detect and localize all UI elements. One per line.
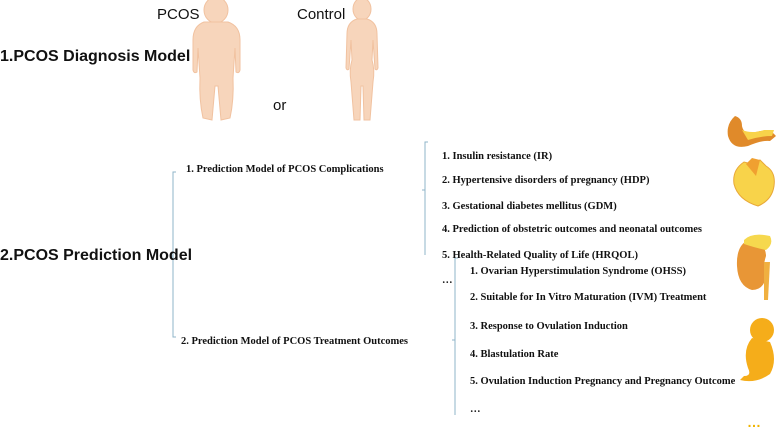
pcos-body-icon — [192, 0, 241, 121]
list-item: 2. Suitable for In Vitro Maturation (IVM… — [470, 292, 707, 303]
more-icons-ellipsis: … — [747, 414, 762, 430]
kidney-adrenal-icon — [736, 234, 772, 300]
list-item: 2. Hypertensive disorders of pregnancy (… — [442, 175, 650, 186]
prediction-model-title: 2.PCOS Prediction Model — [0, 247, 193, 264]
diagnosis-model-title: 1.PCOS Diagnosis Model — [0, 48, 191, 65]
complications-bracket — [422, 141, 428, 255]
list-item: 4. Prediction of obstetric outcomes and … — [442, 224, 702, 235]
list-item: 4. Blastulation Rate — [470, 349, 559, 360]
main-bracket — [170, 171, 176, 338]
heart-icon — [733, 158, 775, 207]
pancreas-icon — [727, 116, 776, 147]
list-item: 5. Ovulation Induction Pregnancy and Pre… — [470, 376, 736, 387]
list-item: 3. Response to Ovulation Induction — [470, 321, 628, 332]
list-item: … — [442, 275, 453, 286]
complications-model-title: 1. Prediction Model of PCOS Complication… — [186, 164, 384, 175]
fetus-icon — [740, 318, 774, 382]
control-body-icon — [345, 0, 379, 121]
pcos-label: PCOS — [157, 6, 200, 23]
control-label: Control — [297, 6, 346, 23]
treatment-bracket — [452, 257, 458, 415]
list-item: … — [470, 404, 481, 415]
list-item: 1. Insulin resistance (IR) — [442, 151, 553, 162]
list-item: 5. Health-Related Quality of Life (HRQOL… — [442, 250, 638, 261]
list-item: 1. Ovarian Hyperstimulation Syndrome (OH… — [470, 266, 686, 277]
or-label: or — [273, 97, 287, 114]
treatment-model-title: 2. Prediction Model of PCOS Treatment Ou… — [181, 336, 408, 347]
list-item: 3. Gestational diabetes mellitus (GDM) — [442, 201, 617, 212]
